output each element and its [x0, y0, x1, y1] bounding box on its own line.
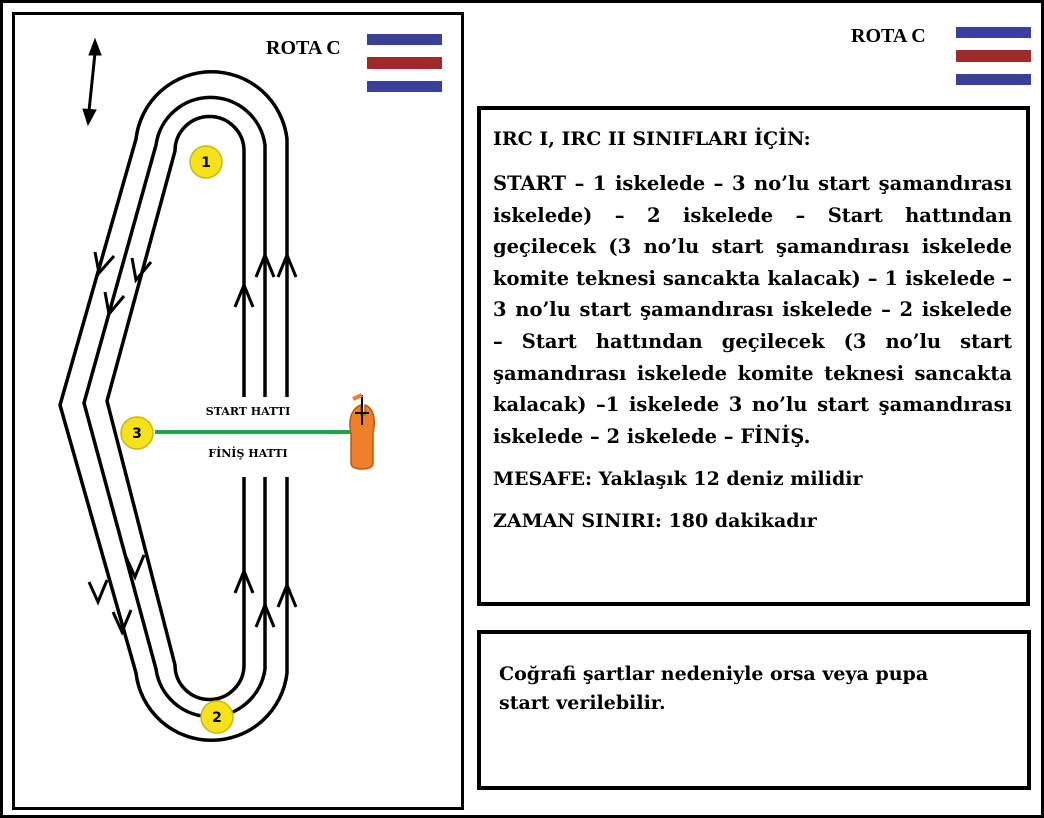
- buoy-3: 3: [120, 416, 154, 450]
- up-arrowhead: [276, 251, 298, 278]
- course-track-inner: [105, 114, 246, 702]
- committee-boat-icon: [349, 393, 376, 470]
- course-track-outer: [58, 70, 289, 742]
- down-arrowhead: [87, 579, 109, 606]
- flag-c-left-icon: [367, 34, 442, 92]
- buoy-3-icon: [120, 416, 154, 450]
- finish-line-label: FİNİŞ HATTI: [208, 446, 287, 460]
- buoy-1-number: 1: [201, 155, 211, 171]
- down-arrowhead: [103, 291, 126, 318]
- course-diagram-panel: START HATTI FİNİŞ HATTI 1 2 3 ROTA C: [12, 12, 464, 810]
- note-text: Coğrafi şartlar nedeniyle orsa veya pupa…: [499, 663, 929, 714]
- up-arrowhead: [233, 281, 255, 308]
- flag-c-right-icon: [956, 27, 1031, 85]
- time-limit-line: ZAMAN SINIRI: 180 dakikadır: [493, 510, 817, 533]
- distance-line: MESAFE: Yaklaşık 12 deniz milidir: [493, 468, 863, 491]
- buoy-1-icon: [189, 145, 223, 179]
- course-diagram: START HATTI FİNİŞ HATTI 1 2 3: [58, 37, 376, 742]
- instructions-body: START – 1 iskelede – 3 no’lu start şaman…: [493, 172, 1012, 448]
- down-arrowhead: [111, 609, 133, 636]
- up-arrowhead: [254, 251, 276, 278]
- down-arrowhead: [93, 251, 116, 277]
- up-arrowhead: [276, 581, 298, 608]
- buoy-1: 1: [189, 145, 223, 179]
- note-box: Coğrafi şartlar nedeniyle orsa veya pupa…: [477, 630, 1031, 790]
- instructions-title: IRC I, IRC II SINIFLARI İÇİN:: [493, 128, 811, 150]
- up-arrowhead: [254, 601, 276, 628]
- route-label-right: ROTA C: [851, 25, 926, 47]
- down-arrowhead: [130, 257, 153, 284]
- buoy-2-number: 2: [212, 710, 222, 726]
- buoy-3-number: 3: [132, 426, 142, 442]
- buoy-2: 2: [200, 700, 234, 734]
- course-track-middle: [82, 95, 267, 719]
- down-arrowhead: [124, 554, 146, 581]
- start-line-label: START HATTI: [206, 405, 290, 418]
- buoy-2-icon: [200, 700, 234, 734]
- wind-direction-icon: [82, 37, 102, 127]
- route-label-left: ROTA C: [266, 37, 341, 59]
- course-instructions-box: IRC I, IRC II SINIFLARI İÇİN: START – 1 …: [477, 106, 1030, 606]
- up-arrowhead: [233, 567, 255, 594]
